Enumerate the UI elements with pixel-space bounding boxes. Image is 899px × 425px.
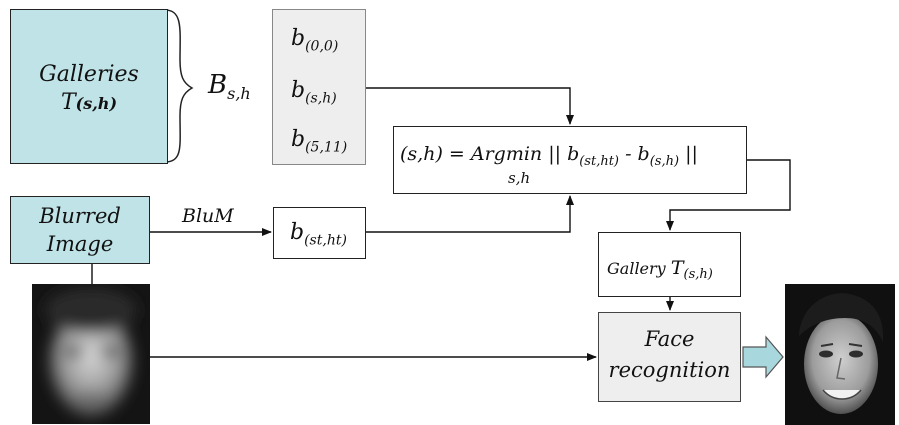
arrow-bvec-to-argmin — [366, 87, 574, 125]
blurred-face-image — [32, 284, 150, 424]
b-511-label: b(5,11) — [291, 127, 348, 156]
b-set-label: Bs,h — [208, 70, 251, 104]
galleries-label: Galleries — [39, 62, 139, 87]
output-block-arrow — [742, 335, 784, 379]
recognized-face-image — [785, 284, 895, 425]
recognition-label: recognition — [608, 358, 731, 382]
b-00-label: b(0,0) — [291, 26, 339, 55]
blurred-label: Blurred — [39, 204, 121, 228]
argmin-box: (s,h) = Argmin || b(st,ht) - b(s,h) || s… — [393, 126, 747, 194]
b-vector-box: b(0,0) b(s,h) b(5,11) — [272, 9, 366, 165]
arrow-bsth-to-argmin — [366, 195, 574, 233]
blurred-image-box: Blurred Image — [10, 196, 150, 264]
image-label: Image — [46, 232, 114, 256]
galleries-t-label: T(s,h) — [60, 90, 118, 115]
arrow-argmin-to-gallery — [666, 159, 791, 231]
blum-label: BluM — [182, 205, 234, 227]
b-st-ht-label: b(st,ht) — [290, 220, 347, 249]
argmin-formula: (s,h) = Argmin || b(st,ht) - b(s,h) || — [400, 143, 698, 169]
argmin-underscript: s,h — [508, 169, 531, 187]
b-sh-label: b(s,h) — [291, 78, 337, 107]
gallery-output-box: Gallery T(s,h) — [598, 232, 741, 297]
b-st-ht-box: b(st,ht) — [273, 207, 366, 259]
brace — [164, 9, 194, 163]
face-recognition-box: Face recognition — [598, 312, 741, 402]
galleries-box: Galleries T(s,h) — [10, 9, 168, 164]
face-label: Face — [644, 327, 695, 351]
gallery-output-label: Gallery T(s,h) — [607, 257, 713, 283]
